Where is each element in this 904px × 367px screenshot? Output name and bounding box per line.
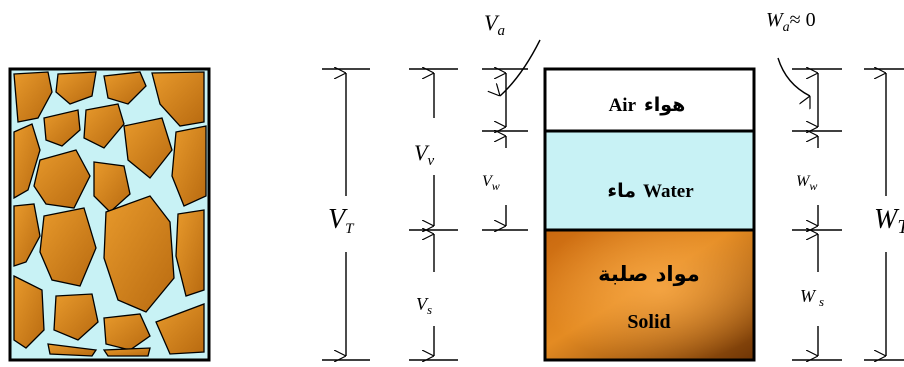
ww-label: Ww (796, 173, 817, 193)
phase-block: Air هواء ماء Water مواد صلبة Solid (543, 67, 756, 362)
wa-label: Wa≈ 0 (766, 9, 816, 35)
weight-dimensions (777, 57, 904, 360)
vs-label: Vs (416, 294, 432, 317)
air-phase (543, 67, 756, 133)
soil-sample (8, 67, 211, 362)
dimension-labels: Va Vv Vw VT Vs Wa≈ 0 Ww Ws WT (328, 9, 904, 317)
vv-label: Vv (414, 140, 434, 169)
va-label: Va (484, 10, 505, 39)
water-label-ar: ماء (607, 180, 636, 202)
water-label-en: Water (643, 181, 694, 202)
vt-label: VT (328, 204, 355, 237)
soil-particles (13, 71, 207, 357)
wt-label: WT (874, 204, 904, 238)
air-label-ar: هواء (644, 94, 685, 116)
solid-label-en: Solid (627, 311, 670, 333)
solid-phase-glow (547, 232, 752, 358)
solid-label-ar: مواد صلبة (598, 262, 700, 286)
air-label-en: Air (609, 95, 637, 116)
vw-label: Vw (482, 173, 500, 193)
water-phase (543, 129, 756, 232)
volume-dimensions (322, 39, 541, 360)
